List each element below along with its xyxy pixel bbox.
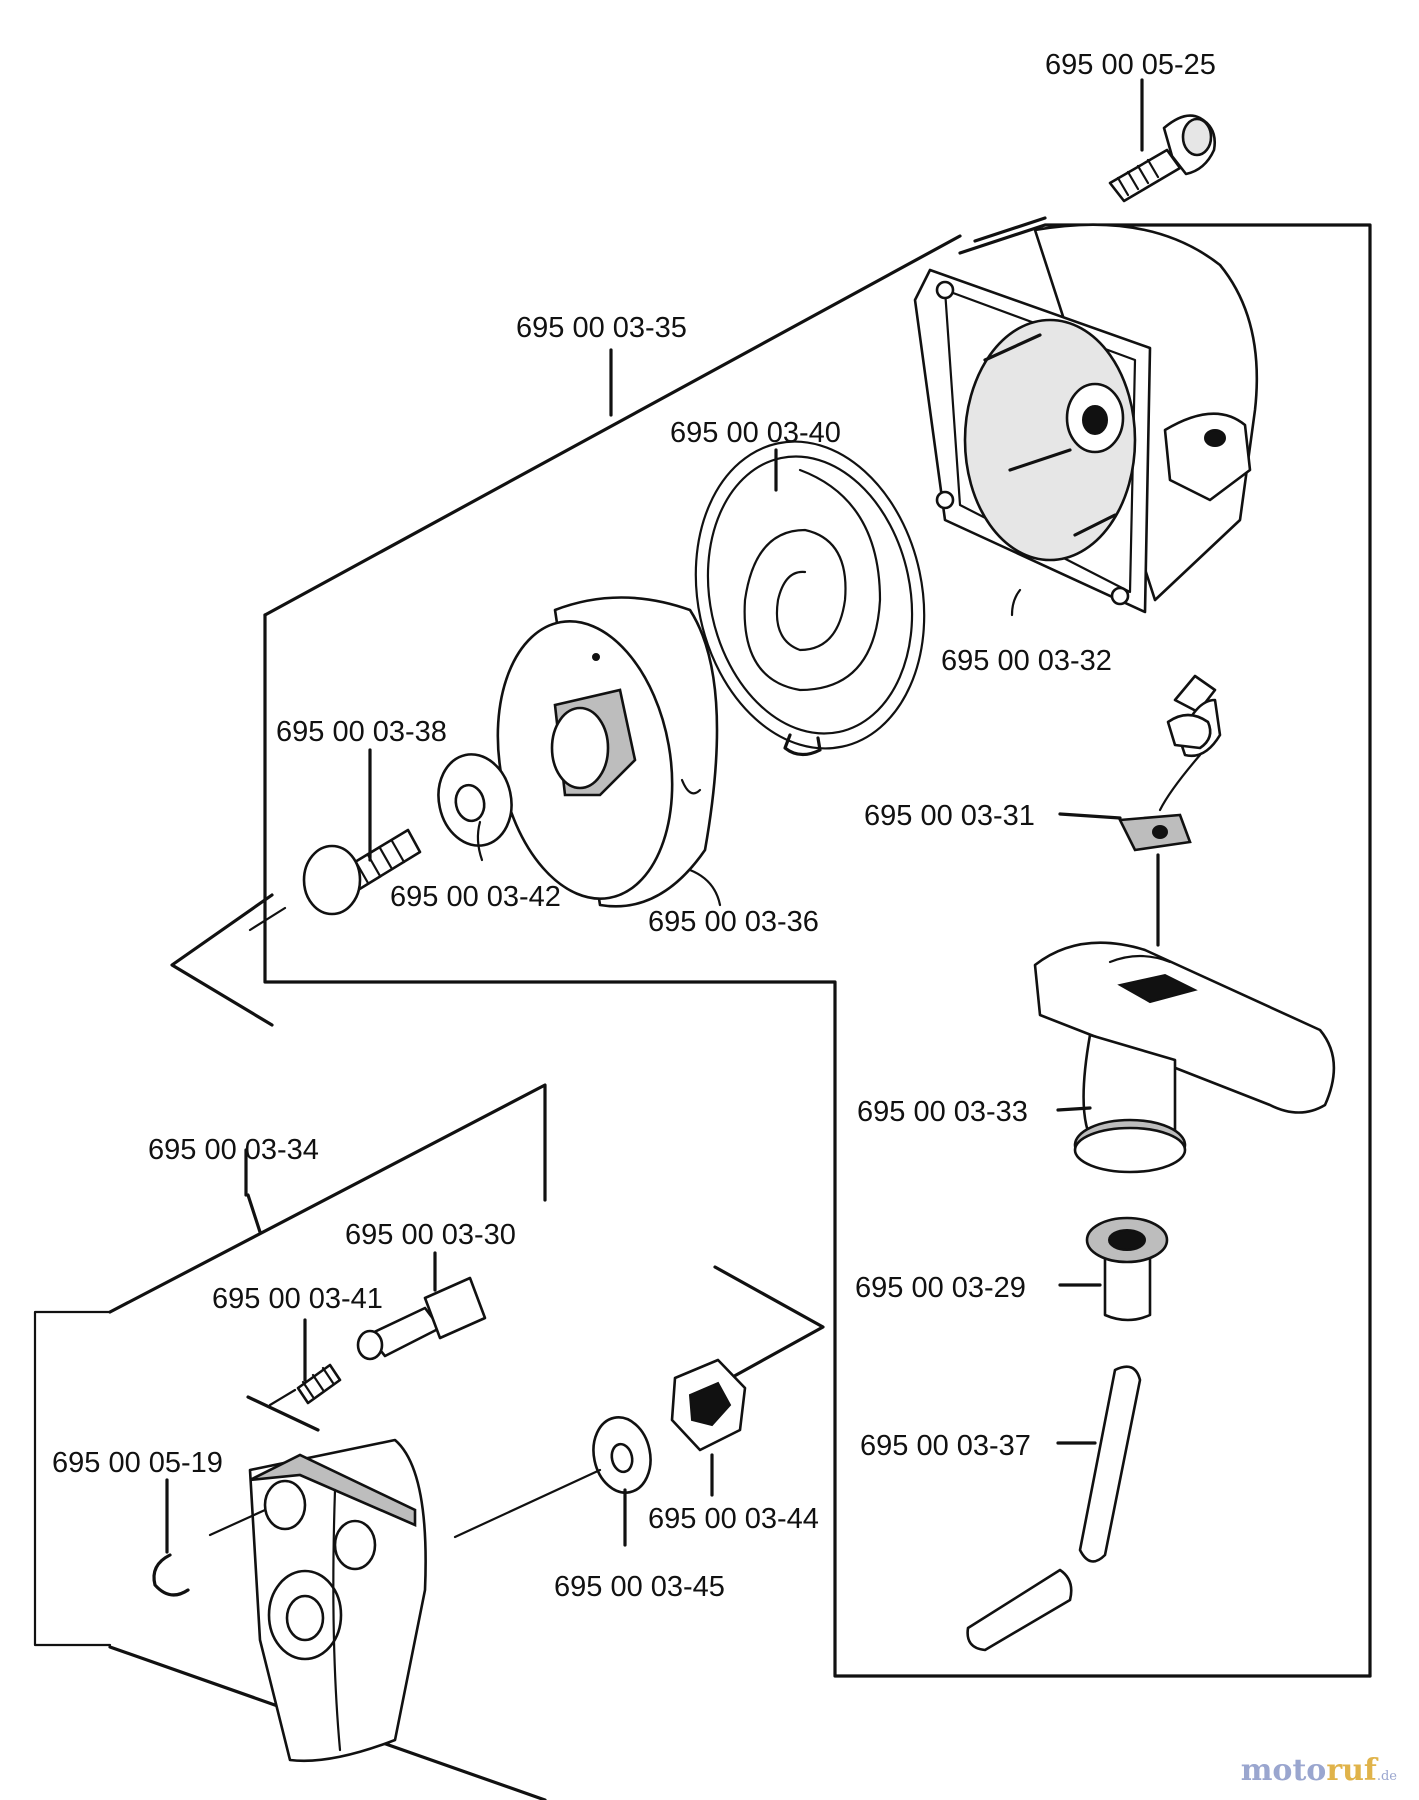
assembly-frames <box>33 216 1372 1800</box>
leader-lines <box>165 78 1144 1554</box>
label-695-00-03-36: 695 00 03-36 <box>648 906 819 938</box>
pawl-spring-part <box>268 1363 342 1407</box>
label-695-00-03-34: 695 00 03-34 <box>148 1134 319 1166</box>
handle-insert-part <box>1085 1216 1169 1322</box>
starter-housing-part <box>913 223 1259 614</box>
label-695-00-03-45: 695 00 03-45 <box>554 1571 725 1603</box>
pawl-part <box>356 1276 487 1361</box>
explode-lines <box>208 906 602 1539</box>
label-695-00-03-29: 695 00 03-29 <box>855 1272 1026 1304</box>
starter-handle-part <box>1033 941 1336 1174</box>
rope-guide-part <box>1117 674 1222 947</box>
part-labels: 695 00 05-25 695 00 03-35 695 00 03-40 6… <box>52 49 1216 1603</box>
rope-pulley-part <box>496 596 719 908</box>
nut-part <box>670 1358 747 1452</box>
label-695-00-03-32: 695 00 03-32 <box>941 645 1112 677</box>
label-695-00-03-30: 695 00 03-30 <box>345 1219 516 1251</box>
circlip-part <box>152 1553 190 1597</box>
screw-part <box>1108 114 1216 203</box>
pulley-bolt-part <box>302 828 422 916</box>
label-695-00-03-31: 695 00 03-31 <box>864 800 1035 832</box>
label-695-00-03-38: 695 00 03-38 <box>276 716 447 748</box>
label-695-00-03-37: 695 00 03-37 <box>860 1430 1031 1462</box>
label-695-00-03-35: 695 00 03-35 <box>516 312 687 344</box>
watermark-brand-accent: ruf <box>1326 1753 1377 1788</box>
label-695-00-03-41: 695 00 03-41 <box>212 1283 383 1315</box>
watermark-brand: moto <box>1240 1753 1327 1788</box>
label-695-00-05-25: 695 00 05-25 <box>1045 49 1216 81</box>
drive-disc-part <box>248 1438 427 1763</box>
label-695-00-03-42: 695 00 03-42 <box>390 881 561 913</box>
label-695-00-05-19: 695 00 05-19 <box>52 1447 223 1479</box>
label-695-00-03-40: 695 00 03-40 <box>670 417 841 449</box>
starter-rope-part <box>966 1365 1142 1652</box>
recoil-spring-part <box>694 440 926 757</box>
washer-part <box>437 753 513 847</box>
watermark-logo: motoruf.de <box>1241 1753 1397 1788</box>
label-695-00-03-33: 695 00 03-33 <box>857 1096 1028 1128</box>
label-695-00-03-44: 695 00 03-44 <box>648 1503 819 1535</box>
watermark-suffix: .de <box>1376 1769 1397 1784</box>
washer-45-part <box>592 1416 652 1494</box>
